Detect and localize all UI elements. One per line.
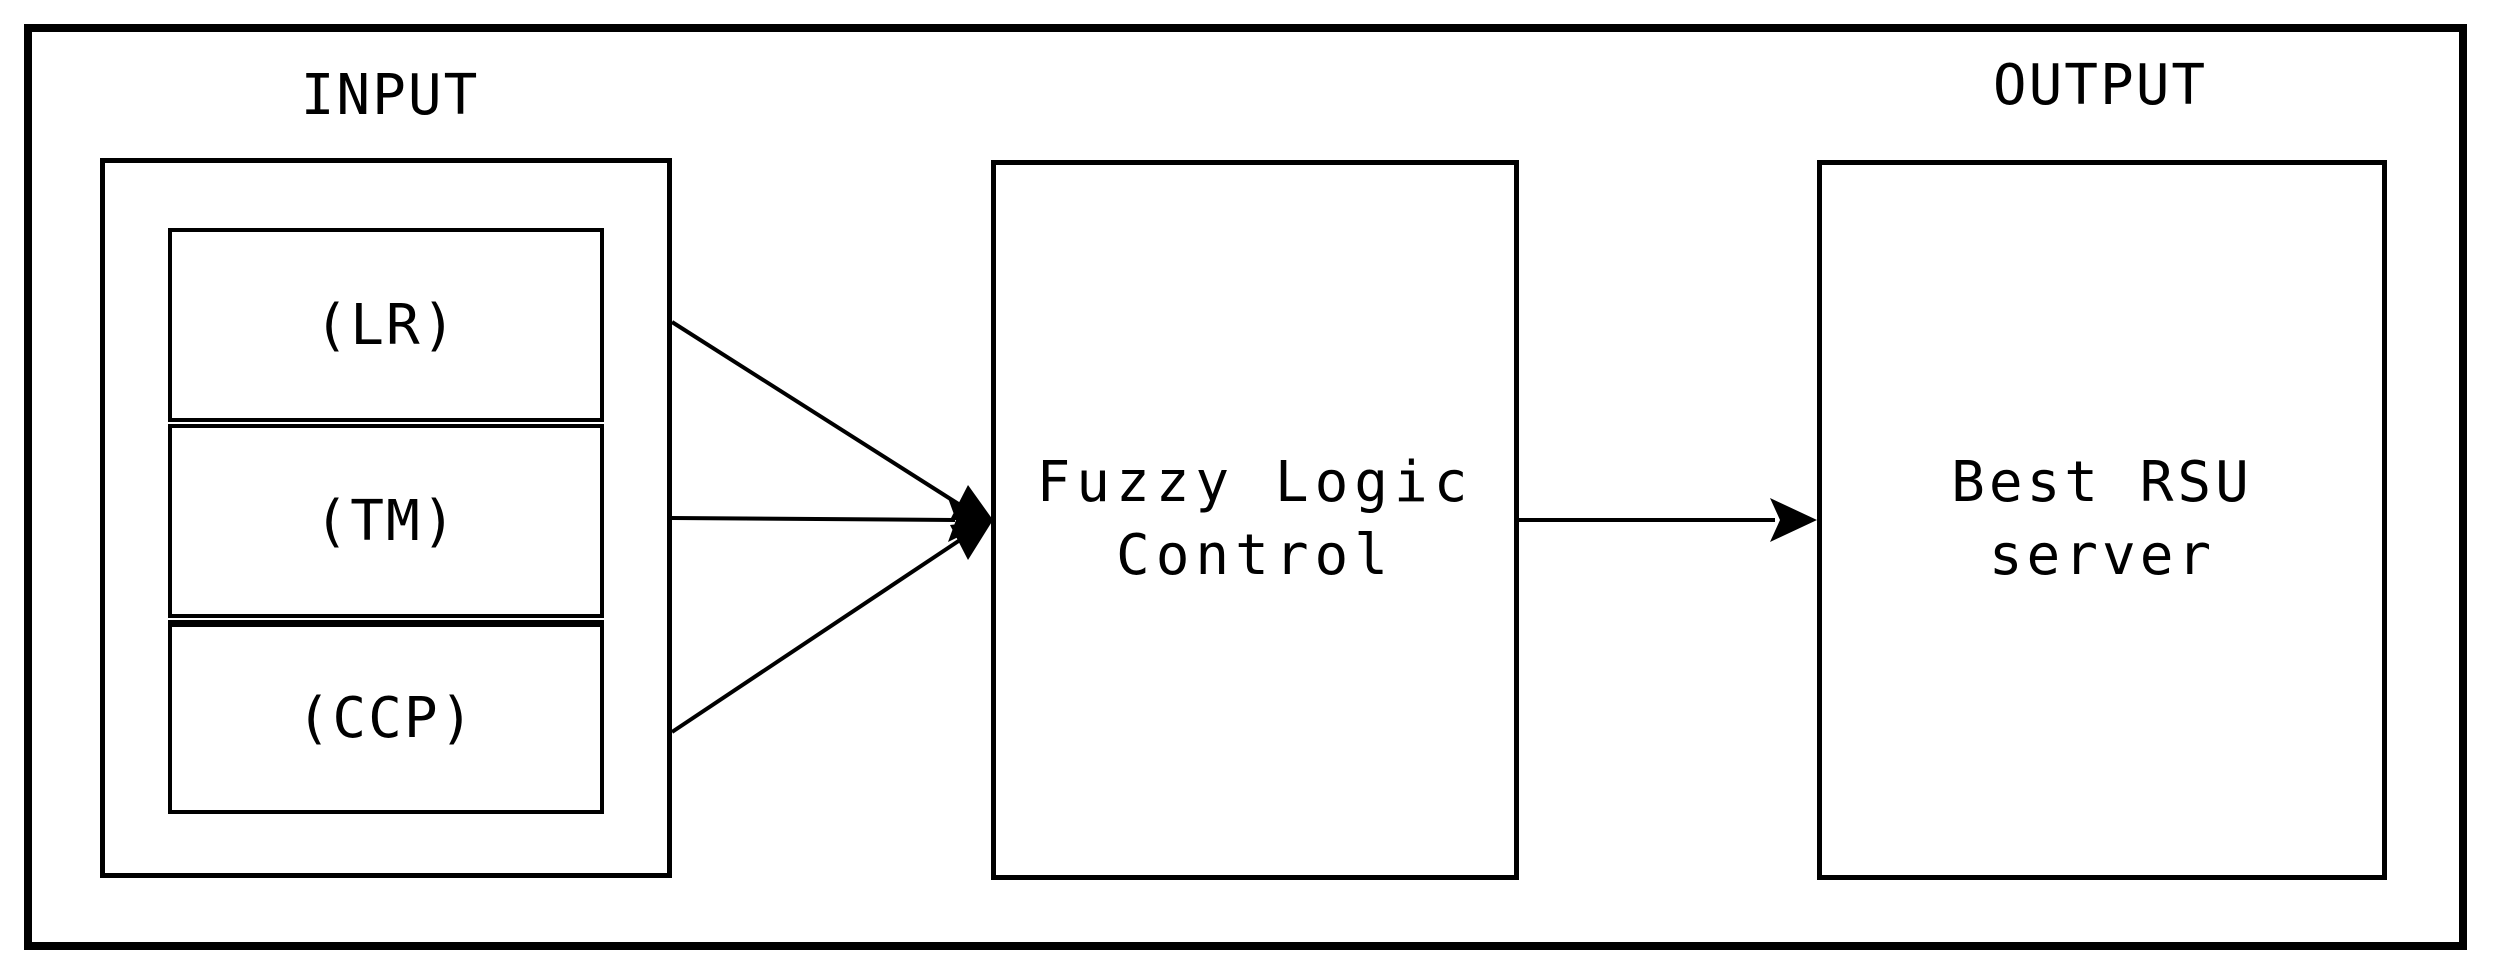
fuzzy-logic-control-line1: Fuzzy Logic [1036,450,1474,516]
fuzzy-logic-control-box: Fuzzy Logic Control [991,160,1519,880]
input-box [100,158,672,878]
input-item-tm: (TM) [168,424,604,618]
output-label-wrap: Best RSU server [1822,165,2382,875]
input-item-ccp: (CCP) [168,620,604,814]
output-label: Best RSU server [1951,450,2253,588]
input-item-label: (CCP) [296,686,476,751]
input-item-label: (TM) [314,488,458,554]
output-box: Best RSU server [1817,160,2387,880]
output-heading: OUTPUT [1992,53,2208,118]
input-item-lr: (LR) [168,228,604,422]
fuzzy-logic-control-line2: Control [1115,523,1394,588]
input-item-label: (LR) [314,292,458,358]
input-heading: INPUT [300,63,480,128]
diagram-frame [24,24,2467,950]
fuzzy-logic-control-label: Fuzzy Logic Control [996,165,1514,875]
